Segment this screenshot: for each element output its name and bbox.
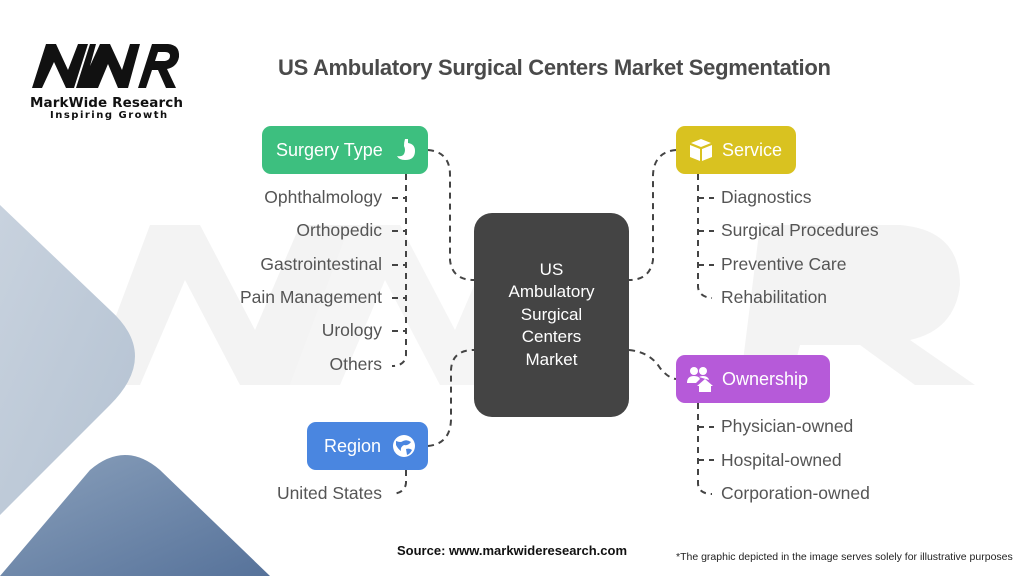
list-item: Corporation-owned [721, 483, 870, 503]
segment-label: Surgery Type [276, 139, 383, 160]
source-text: Source: www.markwideresearch.com [397, 543, 628, 558]
list-item: Pain Management [239, 287, 382, 307]
list-item: United States [276, 483, 382, 503]
logo: MarkWide Research Inspiring Growth [30, 40, 185, 121]
center-line: Market [525, 349, 578, 369]
list-item: Gastrointestinal [260, 254, 382, 274]
center-line: Surgical [520, 304, 583, 324]
box-icon [690, 139, 712, 161]
center-node: US Ambulatory Surgical Centers Market [474, 213, 629, 417]
logo-name: MarkWide Research [30, 95, 184, 111]
logo-tagline: Inspiring Growth [50, 110, 169, 121]
bg-shape-light [0, 205, 135, 515]
segment-service: Service [676, 126, 796, 174]
list-item: Preventive Care [721, 254, 847, 274]
list-item: Urology [321, 320, 382, 340]
list-item: Others [329, 354, 382, 374]
center-line: Ambulatory [508, 282, 595, 302]
list-item: Hospital-owned [721, 450, 842, 470]
globe-icon [393, 435, 416, 457]
logo-mark-icon [32, 44, 180, 88]
list-item: Ophthalmology [264, 187, 382, 207]
center-line: Centers [521, 327, 582, 347]
segment-label: Region [324, 435, 382, 456]
bg-shape-dark [0, 455, 270, 576]
center-line: US [539, 259, 564, 279]
segment-surgery-type: Surgery Type [262, 126, 428, 174]
segment-ownership: Ownership [676, 355, 830, 403]
page-title: US Ambulatory Surgical Centers Market Se… [278, 55, 831, 80]
segment-label: Service [722, 139, 783, 160]
segment-region: Region [307, 422, 428, 470]
list-item: Physician-owned [721, 416, 854, 436]
disclaimer-text: *The graphic depicted in the image serve… [676, 551, 1013, 563]
list-item: Surgical Procedures [721, 220, 879, 240]
list-item: Orthopedic [296, 220, 382, 240]
people-house-icon [687, 367, 713, 392]
stomach-icon [396, 139, 415, 160]
list-item: Rehabilitation [721, 287, 828, 307]
list-item: Diagnostics [721, 187, 812, 207]
segment-label: Ownership [722, 368, 809, 389]
